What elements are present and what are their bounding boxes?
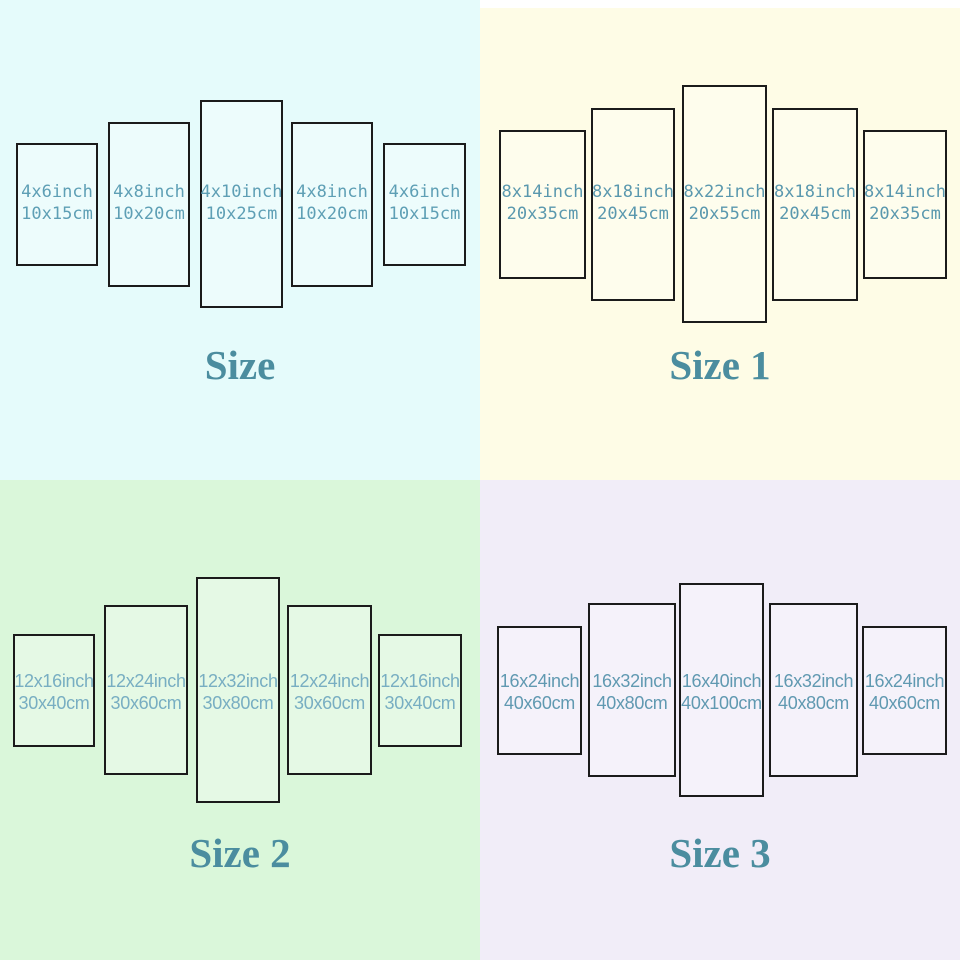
panel-size-label: 4x6inch 10x15cm bbox=[389, 181, 461, 225]
canvas-panel: 12x24inch 30x60cm bbox=[287, 605, 372, 775]
panel-size-label: 16x32inch 40x80cm bbox=[773, 670, 854, 714]
panel-size-cm: 30x60cm bbox=[294, 693, 365, 713]
panel-size-label: 16x24inch 40x60cm bbox=[864, 670, 945, 714]
panel-size-inch: 12x32inch bbox=[198, 671, 278, 691]
canvas-panel: 12x16inch 30x40cm bbox=[378, 634, 462, 747]
panel-size-label: 4x6inch 10x15cm bbox=[21, 181, 93, 225]
panel-size-label: 8x18inch 20x45cm bbox=[774, 181, 856, 225]
canvas-panel: 16x40inch 40x100cm bbox=[679, 583, 764, 797]
panel-size-inch: 8x18inch bbox=[592, 182, 674, 202]
canvas-panel: 8x14inch 20x35cm bbox=[863, 130, 947, 279]
panel-group: 16x24inch 40x60cm 16x32inch 40x80cm 16x4… bbox=[480, 480, 960, 960]
canvas-panel: 16x24inch 40x60cm bbox=[862, 626, 947, 755]
panel-size-label: 16x24inch 40x60cm bbox=[499, 670, 580, 714]
panel-size-inch: 4x6inch bbox=[388, 182, 461, 202]
panel-size-label: 8x14inch 20x35cm bbox=[864, 181, 946, 225]
quadrant-size-1: 8x14inch 20x35cm 8x18inch 20x45cm 8x22in… bbox=[480, 0, 960, 480]
panel-size-label: 16x32inch 40x80cm bbox=[592, 670, 672, 714]
panel-size-label: 16x40inch 40x100cm bbox=[681, 670, 762, 714]
panel-size-label: 12x32inch 30x80cm bbox=[198, 670, 278, 714]
panel-size-inch: 4x8inch bbox=[296, 182, 368, 202]
panel-size-inch: 8x18inch bbox=[774, 182, 856, 202]
canvas-panel: 8x14inch 20x35cm bbox=[499, 130, 586, 279]
quadrant-title: Size 3 bbox=[669, 830, 771, 876]
panel-size-cm: 20x55cm bbox=[688, 204, 761, 224]
panel-group: 4x6inch 10x15cm 4x8inch 10x20cm 4x10inch… bbox=[0, 0, 480, 480]
panel-size-label: 12x24inch 30x60cm bbox=[289, 670, 370, 714]
panel-size-cm: 10x25cm bbox=[205, 204, 278, 224]
panel-size-inch: 12x16inch bbox=[380, 671, 460, 691]
panel-group: 12x16inch 30x40cm 12x24inch 30x60cm 12x3… bbox=[0, 480, 480, 960]
canvas-panel: 16x32inch 40x80cm bbox=[588, 603, 676, 777]
panel-size-cm: 20x45cm bbox=[597, 204, 669, 224]
canvas-panel: 8x22inch 20x55cm bbox=[682, 85, 767, 323]
panel-size-label: 12x24inch 30x60cm bbox=[106, 670, 186, 714]
panel-size-inch: 8x22inch bbox=[683, 182, 766, 202]
panel-size-cm: 40x60cm bbox=[869, 693, 940, 713]
panel-size-cm: 40x80cm bbox=[596, 693, 668, 713]
panel-size-cm: 20x45cm bbox=[779, 204, 851, 224]
panel-size-label: 8x18inch 20x45cm bbox=[592, 181, 674, 225]
panel-size-inch: 4x10inch bbox=[200, 182, 283, 202]
panel-size-cm: 20x35cm bbox=[506, 204, 579, 224]
panel-size-inch: 16x32inch bbox=[773, 671, 854, 691]
panel-size-cm: 30x60cm bbox=[110, 693, 182, 713]
panel-size-label: 12x16inch 30x40cm bbox=[380, 670, 460, 714]
panel-size-inch: 8x14inch bbox=[501, 182, 584, 202]
panel-size-cm: 30x40cm bbox=[18, 693, 90, 713]
quadrant-size: 4x6inch 10x15cm 4x8inch 10x20cm 4x10inch… bbox=[0, 0, 480, 480]
quadrant-size-3: 16x24inch 40x60cm 16x32inch 40x80cm 16x4… bbox=[480, 480, 960, 960]
panel-size-inch: 16x32inch bbox=[592, 671, 672, 691]
panel-size-inch: 4x8inch bbox=[113, 182, 185, 202]
panel-size-inch: 12x16inch bbox=[14, 671, 94, 691]
panel-size-label: 4x10inch 10x25cm bbox=[201, 181, 283, 225]
canvas-panel: 4x6inch 10x15cm bbox=[383, 143, 466, 266]
quadrant-title: Size bbox=[204, 342, 276, 388]
panel-size-label: 4x8inch 10x20cm bbox=[296, 181, 368, 225]
canvas-panel: 16x24inch 40x60cm bbox=[497, 626, 582, 755]
canvas-panel: 4x8inch 10x20cm bbox=[108, 122, 190, 287]
panel-size-cm: 40x60cm bbox=[504, 693, 575, 713]
panel-size-cm: 30x80cm bbox=[202, 693, 274, 713]
canvas-panel: 4x10inch 10x25cm bbox=[200, 100, 283, 308]
panel-group: 8x14inch 20x35cm 8x18inch 20x45cm 8x22in… bbox=[480, 0, 960, 480]
panel-size-label: 8x22inch 20x55cm bbox=[684, 181, 766, 225]
quadrant-title: Size 2 bbox=[189, 830, 291, 876]
panel-size-cm: 20x35cm bbox=[869, 204, 941, 224]
canvas-panel: 4x8inch 10x20cm bbox=[291, 122, 373, 287]
panel-size-label: 8x14inch 20x35cm bbox=[502, 181, 584, 225]
panel-size-cm: 40x80cm bbox=[778, 693, 849, 713]
panel-size-inch: 16x24inch bbox=[499, 671, 580, 691]
panel-size-cm: 10x20cm bbox=[296, 204, 368, 224]
canvas-panel: 8x18inch 20x45cm bbox=[772, 108, 858, 301]
panel-size-inch: 12x24inch bbox=[289, 671, 370, 691]
panel-size-inch: 12x24inch bbox=[106, 671, 186, 691]
canvas-panel: 12x24inch 30x60cm bbox=[104, 605, 188, 775]
panel-size-inch: 16x40inch bbox=[681, 671, 762, 691]
panel-size-inch: 4x6inch bbox=[21, 182, 93, 202]
canvas-panel: 12x16inch 30x40cm bbox=[13, 634, 95, 747]
quadrant-size-2: 12x16inch 30x40cm 12x24inch 30x60cm 12x3… bbox=[0, 480, 480, 960]
quadrant-title: Size 1 bbox=[669, 342, 771, 388]
panel-size-cm: 30x40cm bbox=[384, 693, 456, 713]
panel-size-inch: 8x14inch bbox=[864, 182, 946, 202]
canvas-panel: 12x32inch 30x80cm bbox=[196, 577, 280, 803]
canvas-panel: 16x32inch 40x80cm bbox=[769, 603, 858, 777]
canvas-panel: 8x18inch 20x45cm bbox=[591, 108, 675, 301]
panel-size-cm: 10x15cm bbox=[21, 204, 93, 224]
panel-size-cm: 40x100cm bbox=[681, 693, 762, 713]
panel-size-cm: 10x20cm bbox=[113, 204, 185, 224]
panel-size-label: 4x8inch 10x20cm bbox=[113, 181, 185, 225]
panel-size-cm: 10x15cm bbox=[388, 204, 461, 224]
panel-size-label: 12x16inch 30x40cm bbox=[14, 670, 94, 714]
panel-size-inch: 16x24inch bbox=[864, 671, 945, 691]
canvas-panel: 4x6inch 10x15cm bbox=[16, 143, 98, 266]
